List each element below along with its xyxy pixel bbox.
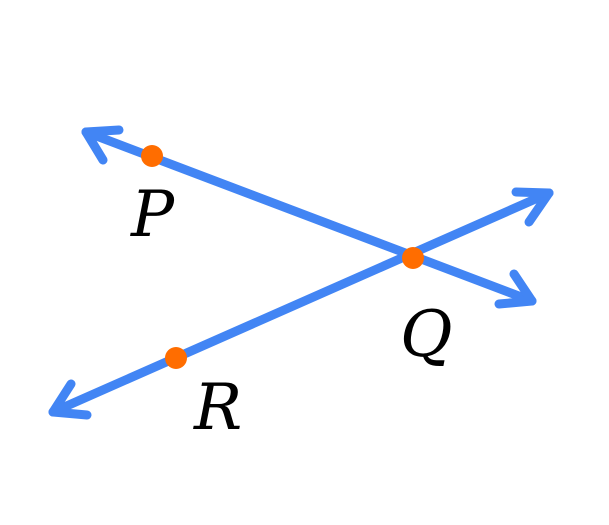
point-P-label: P [130, 178, 175, 252]
line-RQ-shaft [48, 188, 554, 417]
line-PQ-arrowhead-right [494, 269, 537, 309]
line-RQ-arrowhead-right [511, 187, 554, 227]
line-PQ-arrowhead-left [81, 125, 124, 165]
point-Q [402, 247, 424, 269]
point-Q-label: Q [400, 298, 452, 372]
point-R-label: R [193, 371, 242, 445]
line-RQ [48, 187, 554, 420]
point-P [141, 145, 163, 167]
point-R [165, 347, 187, 369]
line-RQ-arrowhead-left [48, 379, 92, 420]
